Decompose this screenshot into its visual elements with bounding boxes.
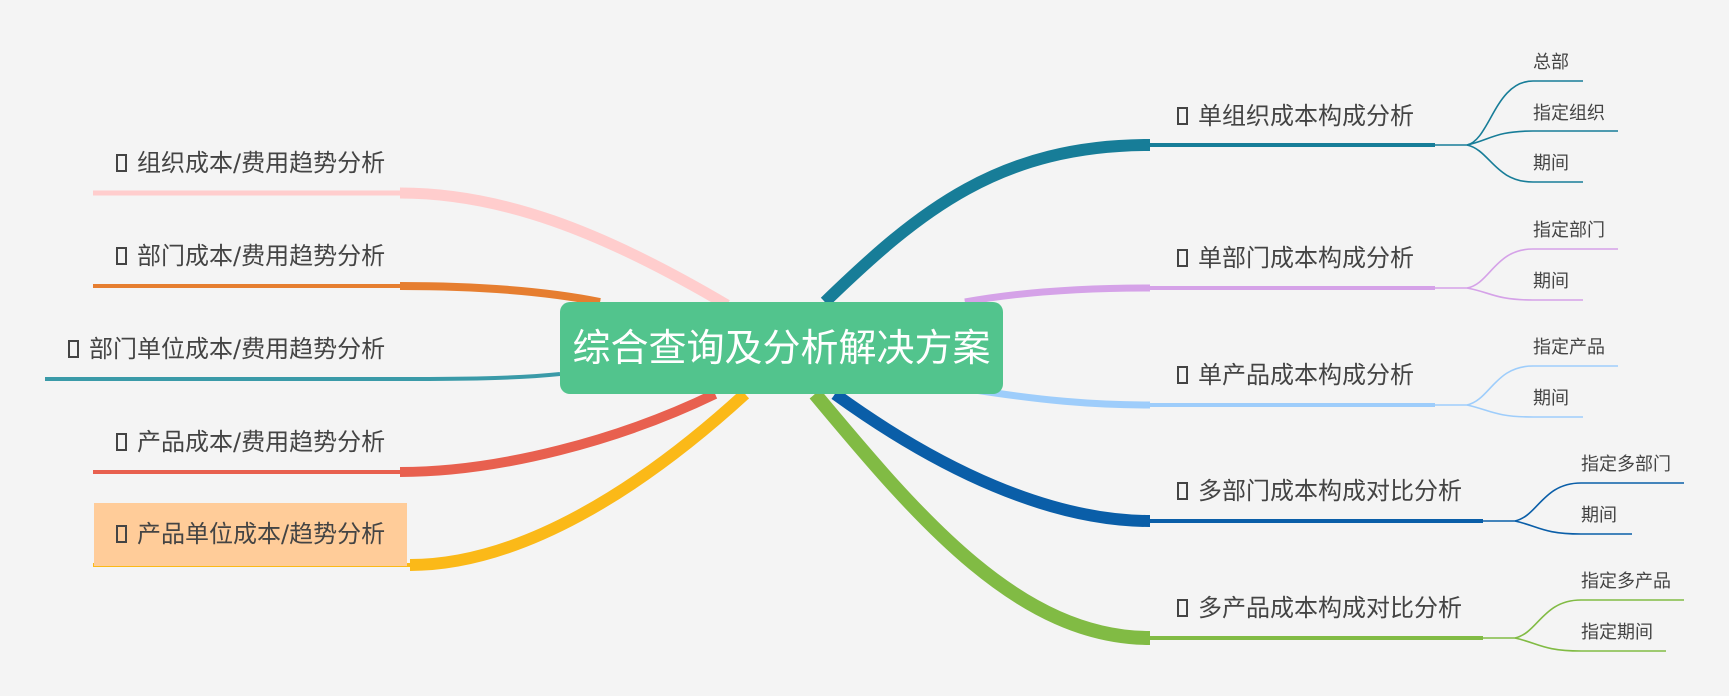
leaf-specified-multi-dept[interactable]: 指定多部门 xyxy=(1581,454,1671,475)
leaf-connectors-4 xyxy=(1483,482,1684,535)
branch-left-3 xyxy=(45,372,561,381)
leaf-period[interactable]: 期间 xyxy=(1581,505,1617,526)
topic-product-cost-trend[interactable]: 产品成本/费用趋势分析 xyxy=(116,427,385,457)
topic-label: 多产品成本构成对比分析 xyxy=(1198,594,1462,622)
topic-label: 组织成本/费用趋势分析 xyxy=(137,149,386,177)
topic-org-cost-trend[interactable]: 组织成本/费用趋势分析 xyxy=(116,148,385,178)
checkbox-icon[interactable] xyxy=(116,525,127,543)
topic-label: 部门单位成本/费用趋势分析 xyxy=(89,335,386,363)
checkbox-icon[interactable] xyxy=(116,154,127,172)
topic-single-org-cost[interactable]: 单组织成本构成分析 xyxy=(1177,101,1414,131)
topic-multi-dept-compare[interactable]: 多部门成本构成对比分析 xyxy=(1177,476,1462,506)
checkbox-icon[interactable] xyxy=(1177,482,1188,500)
topic-label: 部门成本/费用趋势分析 xyxy=(137,242,386,270)
checkbox-icon[interactable] xyxy=(116,433,127,451)
leaf-specified-multi-product[interactable]: 指定多产品 xyxy=(1581,571,1671,592)
leaf-specified-product[interactable]: 指定产品 xyxy=(1533,337,1605,358)
leaf-specified-org[interactable]: 指定组织 xyxy=(1533,103,1605,124)
leaf-specified-period[interactable]: 指定期间 xyxy=(1581,622,1653,643)
checkbox-icon[interactable] xyxy=(1177,249,1188,267)
checkbox-icon[interactable] xyxy=(1177,366,1188,384)
leaf-period[interactable]: 期间 xyxy=(1533,153,1569,174)
topic-label: 单产品成本构成分析 xyxy=(1198,361,1414,389)
topic-single-product-cost[interactable]: 单产品成本构成分析 xyxy=(1177,360,1414,390)
checkbox-icon[interactable] xyxy=(1177,599,1188,617)
topic-label: 多部门成本构成对比分析 xyxy=(1198,477,1462,505)
leaf-headquarters[interactable]: 总部 xyxy=(1533,52,1569,73)
checkbox-icon[interactable] xyxy=(116,247,127,265)
leaf-period[interactable]: 期间 xyxy=(1533,271,1569,292)
topic-dept-unit-cost-trend[interactable]: 部门单位成本/费用趋势分析 xyxy=(68,334,385,364)
topic-label: 产品单位成本/趋势分析 xyxy=(137,520,386,548)
topic-multi-product-compare[interactable]: 多产品成本构成对比分析 xyxy=(1177,593,1462,623)
topic-product-unit-cost-trend[interactable]: 产品单位成本/趋势分析 xyxy=(94,503,408,566)
checkbox-icon[interactable] xyxy=(1177,107,1188,125)
leaf-specified-dept[interactable]: 指定部门 xyxy=(1533,220,1605,241)
leaf-connectors-3 xyxy=(1435,365,1618,418)
topic-label: 产品成本/费用趋势分析 xyxy=(137,428,386,456)
checkbox-icon[interactable] xyxy=(68,340,79,358)
leaf-period[interactable]: 期间 xyxy=(1533,388,1569,409)
topic-single-dept-cost[interactable]: 单部门成本构成分析 xyxy=(1177,243,1414,273)
leaf-connectors-5 xyxy=(1483,599,1684,652)
topic-label: 单组织成本构成分析 xyxy=(1198,102,1414,130)
central-topic[interactable]: 综合查询及分析解决方案 xyxy=(560,302,1003,394)
leaf-connectors-2 xyxy=(1435,248,1618,301)
topic-dept-cost-trend[interactable]: 部门成本/费用趋势分析 xyxy=(116,241,385,271)
topic-label: 单部门成本构成分析 xyxy=(1198,244,1414,272)
leaf-connectors-1 xyxy=(1435,80,1618,183)
